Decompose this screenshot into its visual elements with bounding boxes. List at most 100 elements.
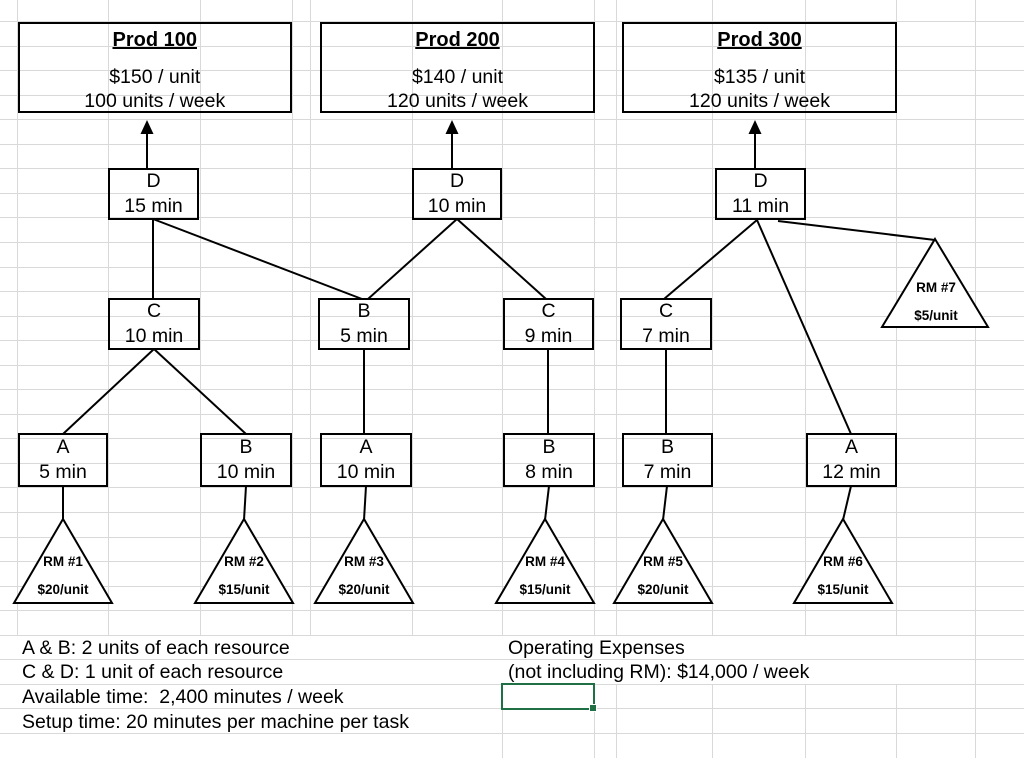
gridline-vertical	[310, 0, 311, 635]
gridline-horizontal	[0, 315, 1024, 317]
gridline-horizontal	[0, 266, 1024, 268]
note-available-time[interactable]: Available time: 2,400 minutes / week	[22, 686, 344, 708]
rm-name: RM #5	[643, 554, 683, 569]
machine-box-p200-b8[interactable]: B 8 min	[503, 433, 595, 487]
machine-time: 12 min	[822, 461, 881, 483]
product-box-300[interactable]: Prod 300 $135 / unit 120 units / week	[622, 22, 897, 113]
selected-cell-fill-handle[interactable]	[589, 703, 597, 712]
machine-box-p100-c[interactable]: C 10 min	[108, 298, 200, 350]
machine-box-p300-d[interactable]: D 11 min	[715, 168, 806, 220]
product-200-price: $140 / unit	[411, 66, 504, 88]
machine-letter: A	[56, 436, 70, 458]
machine-time: 9 min	[524, 325, 573, 347]
machine-time: 10 min	[124, 325, 184, 347]
gridline-horizontal	[0, 217, 1024, 219]
note-setup-time[interactable]: Setup time: 20 minutes per machine per t…	[22, 710, 409, 733]
note-ab-resources[interactable]: A & B: 2 units of each resource	[22, 637, 290, 659]
machine-box-p200-d[interactable]: D 10 min	[412, 168, 502, 220]
note-cd-resources[interactable]: C & D: 1 unit of each resource	[22, 661, 284, 683]
gridline-horizontal	[0, 340, 1024, 342]
machine-letter: C	[541, 300, 556, 322]
note-opex-amount[interactable]: (not including RM): $14,000 / week	[508, 661, 810, 683]
machine-time: 10 min	[427, 195, 487, 217]
machine-time: 10 min	[336, 461, 396, 483]
rm4-label: RM #4 $15/unit	[495, 554, 595, 598]
machine-letter: B	[239, 436, 253, 458]
machine-box-p300-c[interactable]: C 7 min	[620, 298, 712, 350]
rm6-label: RM #6 $15/unit	[793, 554, 893, 598]
machine-box-p200-b5[interactable]: B 5 min	[318, 298, 410, 350]
gridline-vertical	[975, 0, 976, 758]
product-100-rate: 100 units / week	[84, 90, 226, 112]
product-200-rate: 120 units / week	[387, 90, 528, 112]
note-operating-expenses[interactable]: Operating Expenses	[508, 637, 685, 659]
gridline-horizontal	[0, 94, 1024, 96]
gridline-vertical	[412, 0, 413, 635]
machine-letter: A	[844, 436, 858, 458]
gridline-horizontal	[0, 70, 1024, 72]
rm3-label: RM #3 $20/unit	[314, 554, 414, 598]
gridline-horizontal	[0, 659, 1024, 661]
rm7-label: RM #7 $5/unit	[886, 280, 986, 324]
product-300-rate: 120 units / week	[689, 90, 830, 112]
gridline-vertical	[616, 0, 617, 758]
machine-box-p300-b[interactable]: B 7 min	[622, 433, 713, 487]
gridline-horizontal	[0, 192, 1024, 194]
machine-box-p200-c[interactable]: C 9 min	[503, 298, 594, 350]
machine-time: 5 min	[340, 325, 388, 347]
machine-time: 15 min	[124, 195, 183, 217]
gridline-vertical	[712, 0, 713, 758]
gridline-horizontal	[0, 438, 1024, 440]
gridline-horizontal	[0, 413, 1024, 415]
product-box-200[interactable]: Prod 200 $140 / unit 120 units / week	[320, 22, 595, 113]
machine-box-p100-b[interactable]: B 10 min	[200, 433, 292, 487]
gridline-vertical	[292, 0, 293, 635]
rm-name: RM #4	[525, 554, 565, 569]
gridline-horizontal	[0, 462, 1024, 464]
gridline-horizontal	[0, 732, 1024, 734]
gridline-horizontal	[0, 143, 1024, 145]
machine-time: 7 min	[642, 325, 690, 347]
gridline-vertical	[502, 0, 503, 758]
rm-cost: $15/unit	[218, 582, 270, 597]
gridline-horizontal	[0, 291, 1024, 293]
machine-box-p100-d[interactable]: D 15 min	[108, 168, 199, 220]
gridline-vertical	[896, 0, 897, 758]
rm-cost: $20/unit	[37, 582, 89, 597]
machine-time: 10 min	[216, 461, 276, 483]
machine-box-p300-a[interactable]: A 12 min	[806, 433, 897, 487]
rm5-label: RM #5 $20/unit	[613, 554, 713, 598]
rm-cost: $5/unit	[914, 308, 958, 323]
rm-name: RM #7	[916, 280, 956, 295]
product-box-100[interactable]: Prod 100 $150 / unit 100 units / week	[17, 22, 292, 113]
machine-letter: D	[146, 170, 161, 192]
product-300-title: Prod 300	[717, 29, 802, 51]
machine-time: 11 min	[731, 195, 790, 217]
gridline-horizontal	[0, 168, 1024, 170]
selected-cell[interactable]	[501, 682, 595, 710]
machine-box-p100-a[interactable]: A 5 min	[18, 433, 108, 487]
product-100-title: Prod 100	[112, 29, 197, 51]
machine-time: 7 min	[643, 461, 692, 483]
machine-time: 5 min	[39, 461, 87, 483]
gridline-vertical	[200, 0, 201, 635]
gridline-vertical	[594, 0, 595, 758]
gridline-horizontal	[0, 241, 1024, 243]
gridline-horizontal	[0, 634, 1024, 636]
rm-cost: $20/unit	[637, 582, 689, 597]
machine-box-p200-a[interactable]: A 10 min	[320, 433, 412, 487]
gridline-vertical	[17, 0, 18, 635]
rm-cost: $15/unit	[817, 582, 869, 597]
gridline-horizontal	[0, 389, 1024, 391]
rm-cost: $20/unit	[338, 582, 390, 597]
gridline-horizontal	[0, 364, 1024, 366]
machine-letter: A	[359, 436, 373, 458]
product-100-price: $150 / unit	[109, 66, 201, 88]
machine-letter: C	[146, 300, 162, 322]
gridline-horizontal	[0, 21, 1024, 22]
rm-name: RM #2	[224, 554, 264, 569]
rm-cost: $15/unit	[519, 582, 571, 597]
machine-letter: B	[542, 436, 556, 458]
product-300-price: $135 / unit	[713, 66, 806, 88]
